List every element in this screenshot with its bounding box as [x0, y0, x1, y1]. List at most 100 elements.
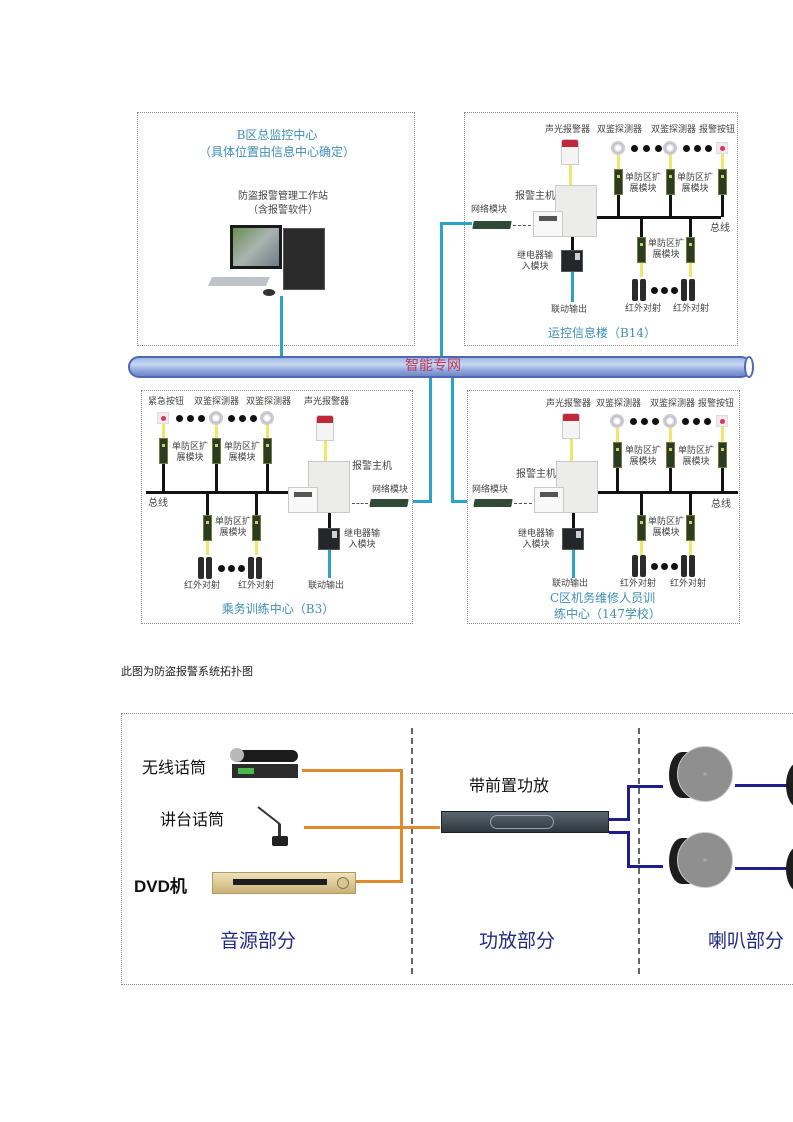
ellipsis-dot [683, 145, 690, 152]
zone-module-icon [666, 169, 675, 195]
keyboard-icon [207, 277, 271, 286]
ellipsis-dot [704, 418, 711, 425]
ir-beam-icon [681, 279, 687, 301]
section-divider [411, 728, 413, 974]
bus-drop [206, 494, 209, 516]
podium-mic-label: 讲台话筒 [160, 810, 225, 829]
zone-module-label: 单防区扩 展模块 [172, 442, 209, 463]
alarm-button-label: 报警按钮 [699, 125, 736, 135]
zone-module-label: 单防区扩 展模块 [224, 442, 261, 463]
speaker-wire-lower-v [627, 831, 630, 867]
ceiling-speaker-icon [669, 746, 733, 806]
b3-network-line-h [408, 500, 432, 503]
panel-title: 运控信息楼（B14） [547, 326, 657, 340]
detector-icon [209, 411, 223, 425]
ellipsis-dot [228, 415, 235, 422]
detector-wire [266, 425, 269, 438]
ellipsis-dot [641, 418, 648, 425]
zone-module-icon [666, 442, 675, 468]
ellipsis-dot [661, 287, 668, 294]
bus-drop [162, 464, 165, 492]
ellipsis-dot [651, 563, 658, 570]
bus-label: 总线 [711, 499, 731, 510]
detector1-label: 双鉴探测器 [194, 397, 240, 407]
ellipsis-dot [693, 418, 700, 425]
bus-drop [689, 219, 692, 237]
ir-beam-icon [206, 557, 212, 579]
detector-wire [669, 155, 672, 169]
speaker-chain-wire-upper [735, 784, 787, 787]
siren-icon [561, 139, 579, 165]
alarm-button-icon [716, 415, 728, 427]
dashed-link [352, 503, 368, 504]
mic-handle [232, 750, 298, 762]
network-module-label: 网络模块 [372, 485, 409, 495]
ir-beam-icon [681, 555, 687, 577]
bus-drop [215, 464, 218, 492]
bus-line [597, 216, 721, 219]
mic-base [272, 836, 288, 846]
ir-wire [255, 541, 258, 555]
relay-module-icon [318, 528, 340, 550]
ceiling-speaker-icon [786, 840, 793, 900]
relay-module-label: 继电器输 入模块 [344, 529, 381, 550]
amp-faceplate [490, 815, 554, 829]
dvd-player-icon [212, 872, 356, 894]
zone-module-icon [637, 237, 646, 263]
ellipsis-dot [228, 565, 235, 572]
ir-beam-label: 红外对射 [625, 304, 662, 314]
host-label: 报警主机 [515, 191, 555, 202]
bus-label: 总线 [148, 498, 168, 509]
monitor-icon [230, 225, 282, 269]
button-wire [162, 424, 165, 438]
mouse-icon [263, 289, 275, 296]
ir-beam-icon [198, 557, 204, 579]
section-title-source: 音源部分 [220, 930, 297, 952]
c-network-line-v [451, 376, 454, 502]
ellipsis-dot [705, 145, 712, 152]
wireless-mic-label: 无线话筒 [142, 758, 207, 777]
ceiling-speaker-icon [669, 832, 733, 892]
siren-icon [316, 415, 334, 441]
receiver-display [238, 768, 254, 774]
ir-wire [206, 541, 209, 555]
zone-module-label: 单防区扩 展模块 [215, 517, 252, 538]
speaker-wire-lower-h1 [609, 831, 629, 834]
detector2-label: 双鉴探测器 [246, 397, 292, 407]
ir-wire [640, 541, 643, 555]
ceiling-speaker-icon [786, 756, 793, 816]
panel-title-line1: B区总监控中心 [236, 128, 318, 142]
ir-beam-icon [640, 279, 646, 301]
host-label: 报警主机 [516, 469, 556, 480]
panel-title-line2: 练中心（147学校） [554, 607, 661, 621]
ellipsis-dot [651, 287, 658, 294]
ir-beam-icon [248, 557, 254, 579]
relay-wire [572, 513, 575, 529]
ir-beam-icon [640, 555, 646, 577]
bus-drop [617, 195, 620, 217]
ir-wire [689, 541, 692, 555]
backbone-end-cap [744, 356, 754, 378]
bus-drop [721, 468, 724, 492]
bus-drop [266, 464, 269, 492]
keypad-icon [534, 487, 564, 513]
siren-label: 声光报警器 [304, 397, 350, 407]
ir-beam-icon [689, 279, 695, 301]
bus-label: 总线 [710, 223, 730, 234]
zone-module-label: 单防区扩 展模块 [625, 173, 662, 194]
network-module-icon [472, 221, 512, 229]
detector-icon [663, 414, 677, 428]
pa-system-diagram: 无线话筒 讲台话筒 DVD机 带前置功放 音源部分 功放部分 喇叭部分 [121, 713, 793, 985]
b14-network-line-v [440, 222, 443, 358]
bus-drop [640, 494, 643, 516]
emergency-button-icon [157, 412, 169, 424]
gooseneck [257, 806, 281, 826]
ellipsis-dot [661, 563, 668, 570]
siren-wire [569, 165, 572, 187]
ellipsis-dot [239, 415, 246, 422]
c-network-line-h [451, 500, 473, 503]
emergency-button-label: 紧急按钮 [148, 397, 185, 407]
detector1-label: 双鉴探测器 [597, 125, 643, 135]
zone-module-label: 单防区扩 展模块 [648, 239, 685, 260]
zone-module-label: 单防区扩 展模块 [648, 517, 685, 538]
